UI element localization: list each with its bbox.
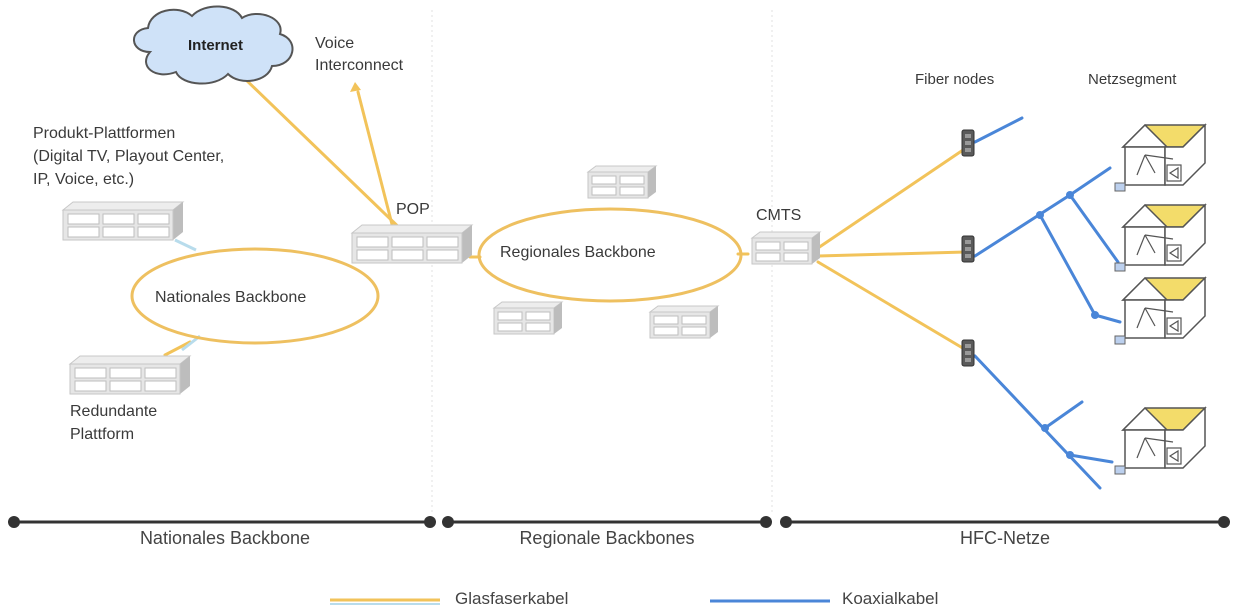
product-platforms-label-3: IP, Voice, etc.): [33, 171, 135, 188]
section-label-regional: Regionale Backbones: [519, 528, 695, 548]
regional-switch-top: [587, 165, 657, 199]
regional-backbone-ring-label: Regionales Backbone: [500, 244, 656, 261]
fiber-links: [163, 48, 968, 357]
voice-interconnect-label-1: Voice: [315, 35, 355, 52]
coax-junctions: [1036, 191, 1099, 459]
house-1: [1114, 124, 1206, 192]
voice-interconnect-label-2: Interconnect: [315, 57, 404, 74]
coax-links: [973, 116, 1122, 490]
section-label-national: Nationales Backbone: [139, 528, 311, 548]
regional-switch-left: [493, 301, 563, 335]
fiber-node-2: [961, 235, 975, 263]
legend-fiber-swatch: [330, 598, 440, 605]
platform-link: [174, 238, 197, 252]
redundant-platform-switch: [69, 355, 191, 395]
national-backbone-ring: [130, 247, 380, 345]
redundant-platform-label-1: Redundante: [70, 403, 158, 420]
national-backbone-ring-label: Nationales Backbone: [155, 289, 307, 306]
house-4: [1114, 407, 1206, 475]
section-label-hfc: HFC-Netze: [959, 528, 1050, 548]
internet-label: Internet: [188, 37, 244, 54]
product-platforms-label-2: (Digital TV, Playout Center,: [33, 148, 225, 165]
product-platforms-label-1: Produkt-Plattformen: [33, 125, 176, 142]
regional-backbone-ring: [477, 207, 743, 303]
section-bar-national: [8, 516, 436, 528]
internet-cloud: [133, 5, 294, 85]
product-platform-switch: [62, 201, 184, 241]
voice-arrow: [350, 82, 361, 92]
fiber-node-1: [961, 129, 975, 157]
house-2: [1114, 204, 1206, 272]
pop-switch: [351, 224, 473, 264]
pop-label: POP: [396, 201, 430, 218]
section-bar-hfc: [780, 516, 1230, 528]
section-bar-regional: [442, 516, 772, 528]
cmts-switch: [751, 231, 821, 265]
redundant-platform-label-2: Plattform: [70, 426, 135, 443]
legend-coax-label: Koaxialkabel: [842, 589, 939, 608]
regional-switch-right: [649, 305, 719, 339]
fiber-nodes-label: Fiber nodes: [915, 71, 995, 88]
legend-fiber-label: Glasfaserkabel: [455, 589, 569, 608]
network-segment-label: Netzsegment: [1088, 71, 1177, 88]
cmts-label: CMTS: [756, 207, 802, 224]
fiber-node-3: [961, 339, 975, 367]
house-3: [1114, 277, 1206, 345]
